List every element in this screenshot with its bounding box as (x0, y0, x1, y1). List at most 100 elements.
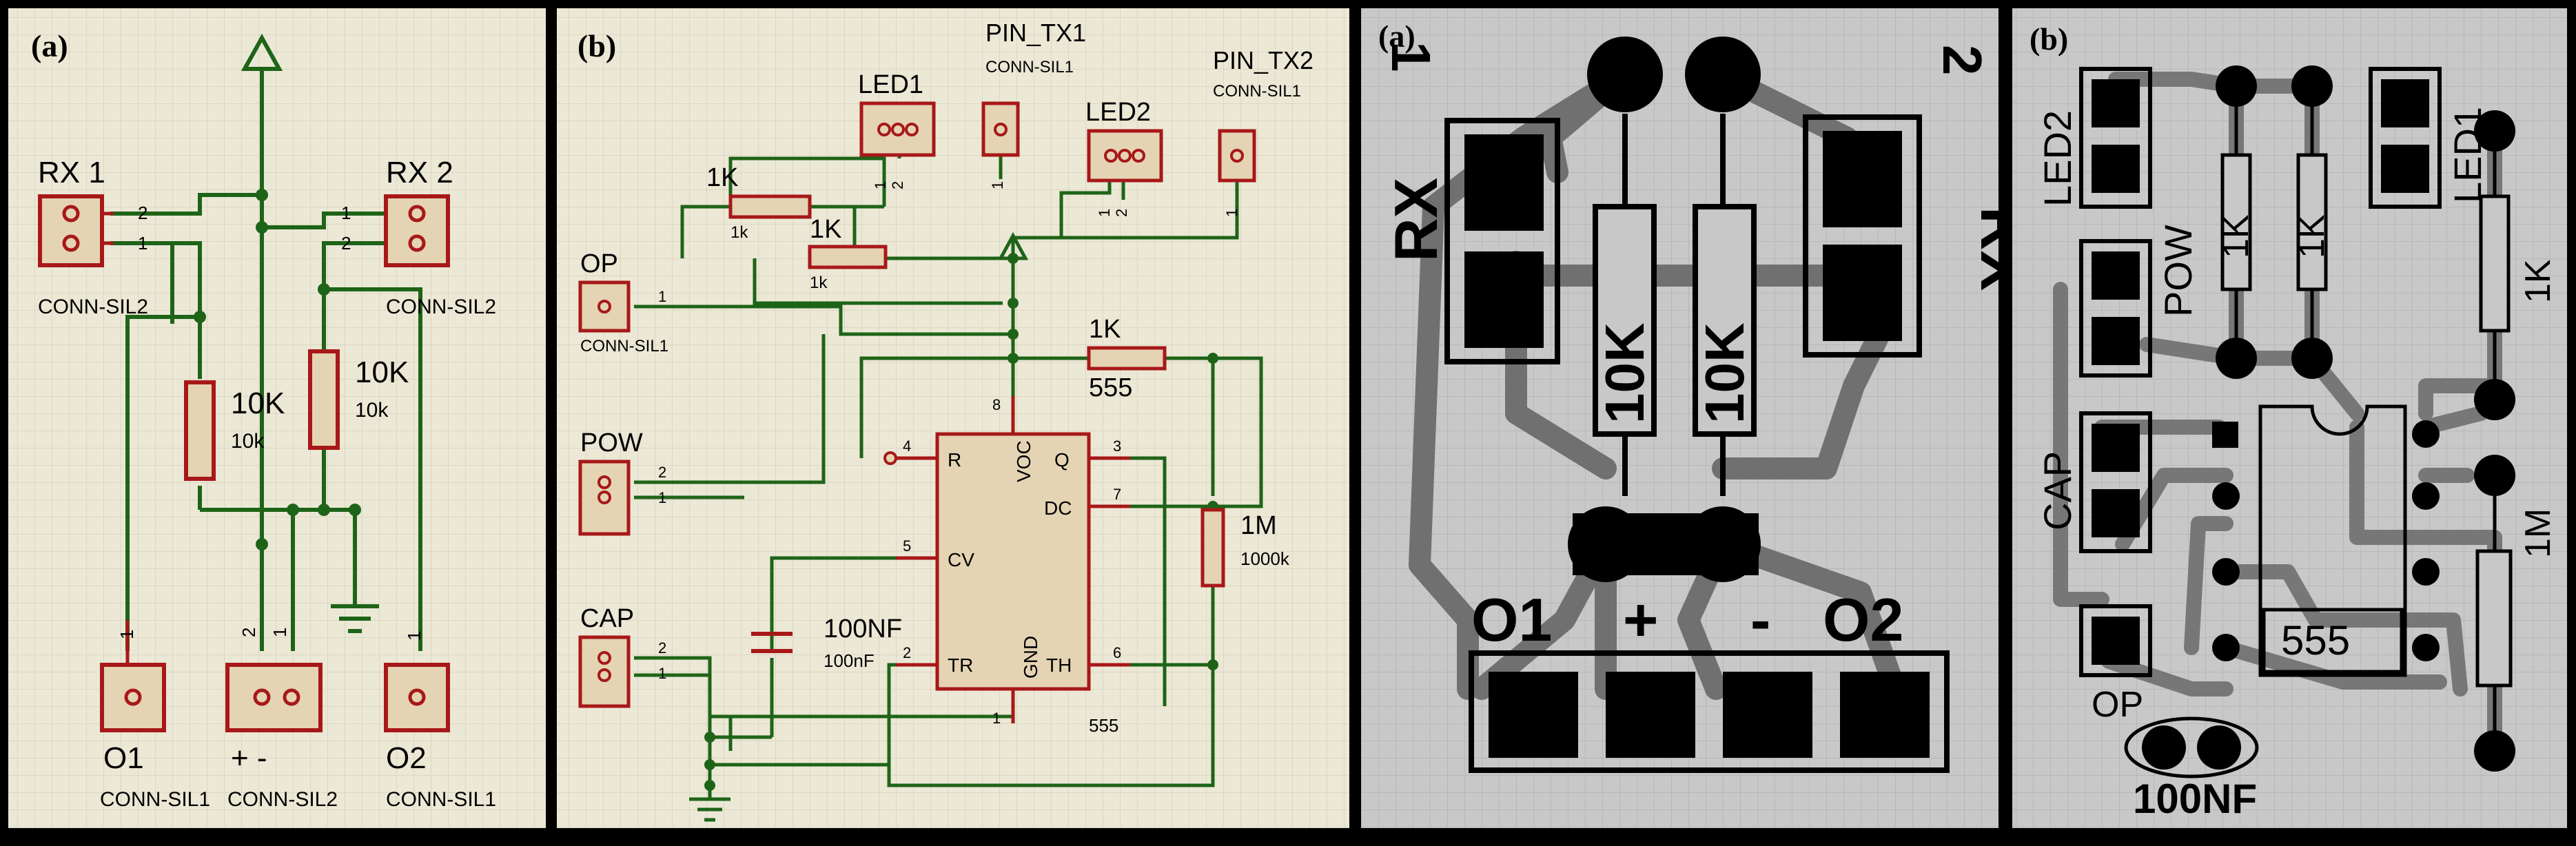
connector-led1: LED1 1 2 (858, 70, 936, 189)
pow-pin-top: 2 (658, 464, 666, 481)
pin-tx2-label: PIN_TX2 (1213, 46, 1313, 74)
cap-100nf-value: 100NF (824, 615, 902, 643)
ic-pin-tr: TR (948, 654, 973, 676)
ground-icon (331, 592, 379, 633)
pcb-b-cap-label: CAP (2036, 451, 2079, 530)
pcb-a-tag: (a) (1378, 19, 1415, 54)
resistor-top-1k: 1K 555 (1087, 315, 1167, 402)
pcb-b-op-label: OP (2092, 685, 2143, 725)
power-terminal-icon (241, 33, 283, 71)
ic-pinnum-tr: 2 (903, 644, 911, 661)
schematic-panel-a: (a) (8, 8, 546, 828)
rx2-pin-bottom: 2 (341, 233, 351, 254)
pcb-b-led2: LED2 (2036, 67, 2152, 209)
pcb-b-tag: (b) (2030, 21, 2068, 56)
o2-part: CONN-SIL1 (386, 788, 496, 811)
pcb-a-pads (1568, 37, 1761, 582)
ground-icon-b (689, 797, 730, 822)
cap-label: CAP (580, 604, 634, 633)
pcb-b-r1m-label: 1M (2518, 508, 2558, 558)
ic-pinnum-gnd: 1 (992, 710, 1001, 727)
pcb-panel-b: (b) LED2 (2012, 8, 2567, 828)
pcb-b-ic-555: 555 (2258, 404, 2407, 677)
schematic-a-junctions (194, 189, 361, 550)
pcb-b-led2-label: LED2 (2036, 110, 2079, 207)
pcb-b-r3-label: 1K (2518, 259, 2558, 303)
r2-sub: 10k (355, 399, 389, 422)
op-part: CONN-SIL1 (580, 337, 668, 355)
cap-pin-top: 2 (658, 639, 666, 657)
pcb-a-rx-left-label: RX (1382, 178, 1450, 262)
ic-pinnum-cv: 5 (903, 537, 911, 555)
pin-tx1-label: PIN_TX1 (985, 19, 1086, 47)
pcb-a-corner-left: 1 (1380, 41, 1442, 72)
connector-o1: 1 O1 CONN-SIL1 (100, 620, 210, 811)
ic-pin-gnd: GND (1020, 636, 1041, 679)
r-top-value: 1K (1089, 315, 1121, 344)
connector-plus-minus: 2 1 + - CONN-SIL2 (225, 628, 338, 811)
ic-pinnum-th: 6 (1113, 644, 1121, 661)
o2-pin: 1 (404, 631, 425, 641)
r-top-extra: 555 (1089, 373, 1132, 402)
r-led1-sub: 1k (730, 223, 748, 242)
pcb-a-label-plus: + (1623, 586, 1658, 654)
pcb-b-led1: LED1 (2369, 67, 2489, 209)
pcb-b-cap: CAP (2036, 411, 2152, 553)
resistor-r1: 10K 10k (184, 380, 285, 481)
led2-pin-b: 2 (1113, 209, 1130, 217)
resistor-r2: 10K 10k (308, 349, 409, 450)
pcb-b-cap-100nf: 100NF (2124, 716, 2259, 822)
ic-label: 555 (1089, 715, 1118, 736)
ic-pin-voc: VOC (1013, 440, 1034, 482)
pcb-b-cap-label: 100NF (2133, 776, 2257, 822)
ic-pin-cv: CV (948, 549, 974, 570)
op-pin: 1 (658, 288, 666, 305)
pcb-b-pow: POW (2079, 225, 2200, 378)
pm-label: + - (231, 741, 267, 775)
pow-pin-bottom: 1 (658, 489, 666, 506)
pcb-a-res-right-label: 10K (1694, 322, 1755, 424)
ic-pinnum-q: 3 (1113, 437, 1121, 455)
pin-tx1-part: CONN-SIL1 (985, 58, 1074, 76)
cap-pin-bottom: 1 (658, 665, 666, 682)
connector-cap: CAP 2 1 (578, 604, 666, 708)
resistor-led2: 1K 1k (808, 215, 888, 292)
rx2-part: CONN-SIL2 (386, 296, 496, 318)
pcb-b-pow-label: POW (2156, 225, 2200, 317)
pcb-b-resistor-1m: 1M (2475, 496, 2558, 730)
schematic-panel-b: (b) (557, 8, 1349, 828)
r2-value: 10K (355, 355, 409, 389)
o1-part: CONN-SIL1 (100, 788, 210, 811)
o1-label: O1 (103, 741, 144, 775)
pcb-b-r1-label: 1K (2216, 214, 2256, 258)
led1-pin-a: 1 (872, 181, 889, 189)
pcb-a-bottom-connector: O1 + - O2 (1469, 586, 1950, 773)
rx2-pin-top: 1 (341, 203, 351, 223)
r-1m-sub: 1000k (1240, 548, 1290, 569)
pcb-b-resistor-1: 1K (2216, 107, 2256, 338)
connector-o2: 1 O2 CONN-SIL1 (384, 631, 496, 811)
pcb-b-op: OP (2079, 604, 2152, 725)
connector-pin-tx2: PIN_TX2 CONN-SIL1 1 (1213, 46, 1313, 217)
vcc-terminal-icon (997, 231, 1029, 260)
ic-pin-th: TH (1046, 654, 1072, 676)
pcb-b-round-pads (2212, 65, 2515, 772)
cap-100nf-sub: 100nF (824, 650, 875, 671)
connector-pin-tx1: PIN_TX1 CONN-SIL1 1 (981, 19, 1086, 189)
ic-555: R CV TR Q DC TH VOC GND 4 5 2 3 7 6 8 1 … (883, 396, 1130, 736)
led1-label: LED1 (858, 70, 923, 99)
pcb-panel-a: (a) RX 1 (1361, 8, 2036, 828)
pm-part: CONN-SIL2 (227, 788, 338, 811)
r1-value: 10K (231, 386, 285, 420)
rx1-part: CONN-SIL2 (38, 296, 148, 318)
pcb-a-res-left-label: 10K (1594, 322, 1655, 424)
led2-label: LED2 (1085, 98, 1151, 127)
connector-pow: POW 2 1 (578, 429, 666, 536)
o2-label: O2 (386, 741, 427, 775)
connector-led2: LED2 1 2 (1085, 98, 1163, 217)
resistor-1m: 1M 1000k (1200, 508, 1290, 588)
pcb-a-resistor-left: 10K (1593, 114, 1657, 496)
rx1-pin-bottom: 1 (138, 233, 147, 254)
pcb-b-ic-label: 555 (2281, 617, 2350, 663)
